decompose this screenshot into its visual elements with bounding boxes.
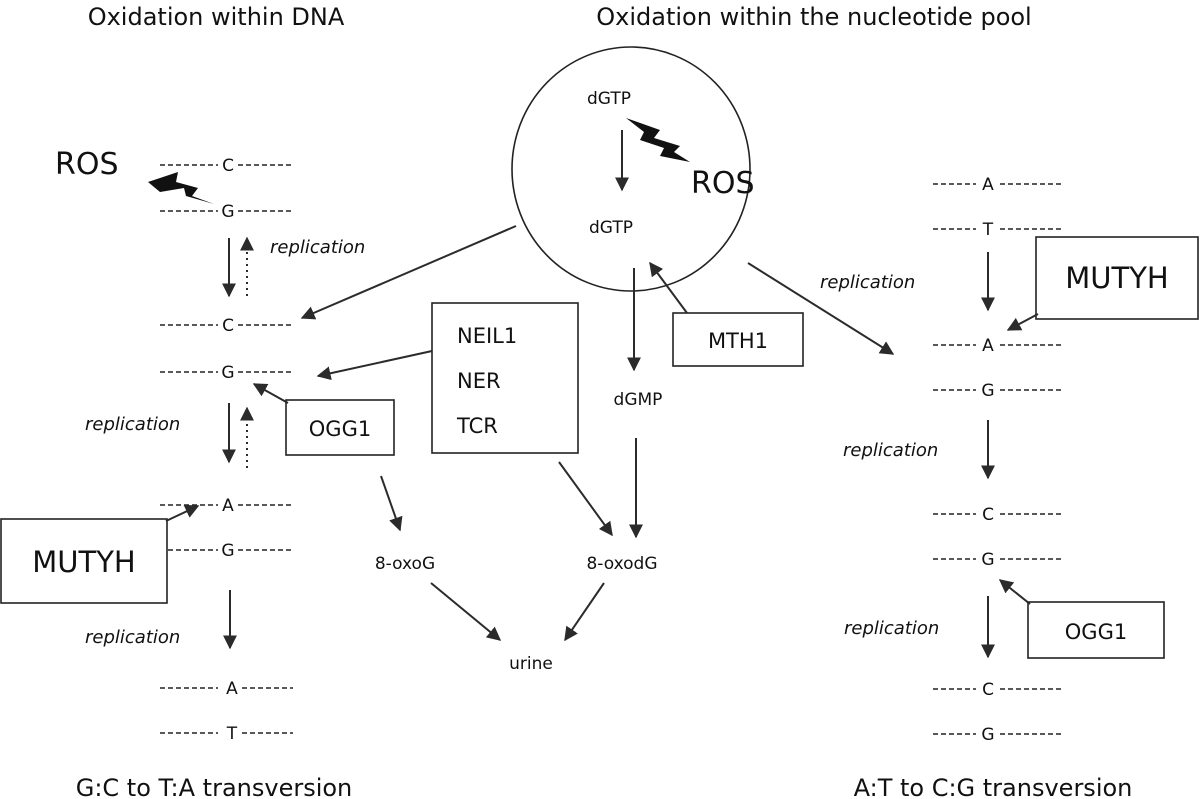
ogg1-label: OGG1 xyxy=(309,417,371,441)
label-8-oxodg: 8-oxodG xyxy=(586,554,657,574)
base-label: G xyxy=(981,550,994,570)
mth1-label: MTH1 xyxy=(708,329,768,353)
base-label: C xyxy=(222,316,234,336)
arrow-ogg1-to-8oxog xyxy=(380,475,403,532)
arrow-repair-to-g xyxy=(316,350,433,381)
mutyh-box-left xyxy=(0,518,168,604)
base-label: A xyxy=(226,679,238,699)
arrow-8oxog-to-urine xyxy=(430,582,502,641)
base-label: A xyxy=(982,175,994,195)
title-oxidation-within-dna: Oxidation within DNA xyxy=(88,3,345,31)
ogg1-box-left xyxy=(285,399,395,456)
left-strand-pair-3: A G xyxy=(160,496,293,561)
base-label: G xyxy=(221,202,234,222)
repair-box xyxy=(431,302,579,454)
base-label: C xyxy=(982,680,994,700)
ogg1-label: OGG1 xyxy=(1065,620,1127,644)
base-label: G xyxy=(221,541,234,561)
base-label: G xyxy=(981,725,994,745)
arrow-ogg1-to-g xyxy=(998,579,1031,605)
base-label: A xyxy=(982,336,994,356)
nucleotide-pool-circle xyxy=(511,46,751,292)
base-label: C xyxy=(982,505,994,525)
footer-gc-to-ta-transversion: G:C to T:A transversion xyxy=(76,774,353,799)
base-label: G xyxy=(221,363,234,383)
lightning-bolt-icon xyxy=(148,172,214,204)
mutyh-label: MUTYH xyxy=(1065,261,1168,295)
arrow-repair-to-8oxodg xyxy=(558,461,613,537)
ros-label-pool: ROS xyxy=(691,166,755,201)
title-oxidation-within-nucleotide-pool: Oxidation within the nucleotide pool xyxy=(596,3,1031,31)
arrow-ogg1-to-g xyxy=(252,383,289,404)
replication-label: replication xyxy=(843,440,938,461)
base-label: C xyxy=(222,156,234,176)
ros-label-left: ROS xyxy=(55,147,119,182)
mutyh-box-right xyxy=(1035,236,1199,320)
replication-label: replication xyxy=(85,627,180,648)
replication-label: replication xyxy=(85,414,180,435)
left-strand-pair-1: C G xyxy=(160,156,293,222)
lightning-bolt-icon xyxy=(626,118,690,162)
mutyh-label: MUTYH xyxy=(32,545,135,579)
left-strand-pair-4: A T xyxy=(160,679,293,744)
right-strand-pair-4: C G xyxy=(933,680,1063,745)
left-strand-pair-2: C G xyxy=(160,316,293,383)
repair-ner: NER xyxy=(457,369,501,393)
mth1-box xyxy=(672,312,804,367)
arrow-8oxodg-to-urine xyxy=(564,582,605,642)
arrow-mutyh-to-a xyxy=(165,505,200,522)
base-label: T xyxy=(982,220,994,240)
right-strand-pair-3: C G xyxy=(933,505,1063,570)
footer-at-to-cg-transversion: A:T to C:G transversion xyxy=(854,774,1133,799)
replication-label: replication xyxy=(270,237,365,258)
arrow-pool-to-left-c xyxy=(300,225,517,320)
base-label: T xyxy=(226,724,238,744)
arrow-pool-to-right-a xyxy=(747,262,895,355)
label-urine: urine xyxy=(509,654,553,674)
arrow-mth1-to-dgtp xyxy=(649,261,688,314)
replication-label: replication xyxy=(820,272,915,293)
repair-neil1: NEIL1 xyxy=(457,324,517,348)
right-strand-pair-1: A T xyxy=(933,175,1063,240)
base-label: G xyxy=(981,381,994,401)
label-dgtp-top: dGTP xyxy=(587,89,631,109)
ogg1-box-right xyxy=(1027,601,1165,659)
base-label: A xyxy=(222,496,234,516)
label-dgmp: dGMP xyxy=(614,390,663,410)
label-8-oxog: 8-oxoG xyxy=(375,554,435,574)
label-dgtp-bottom: dGTP xyxy=(589,218,633,238)
right-strand-pair-2: A G xyxy=(933,336,1063,401)
repair-tcr: TCR xyxy=(456,414,498,438)
replication-label: replication xyxy=(844,618,939,639)
arrow-mutyh-to-a xyxy=(1006,313,1039,331)
